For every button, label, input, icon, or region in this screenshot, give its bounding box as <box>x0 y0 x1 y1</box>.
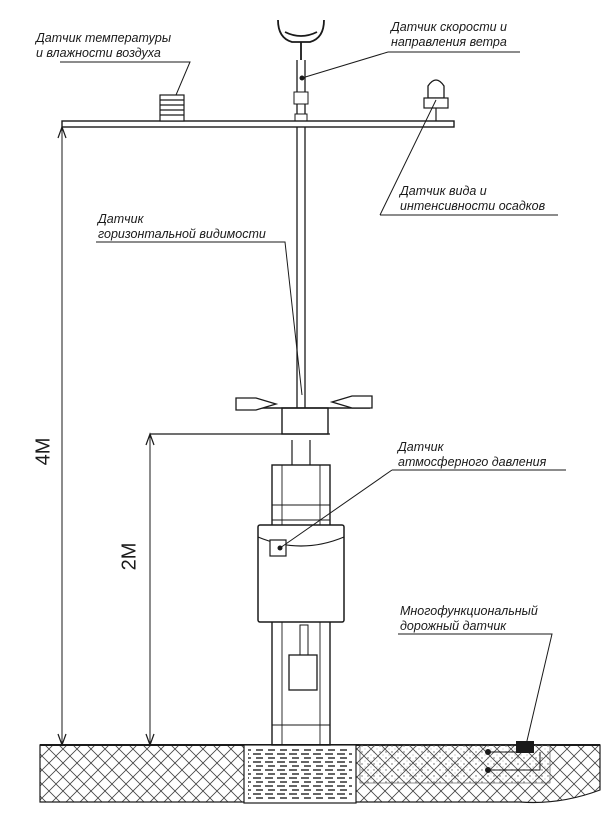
crossbar <box>61 120 455 128</box>
precipitation-sensor <box>427 79 445 99</box>
label-temp-line2: и влажности воздуха <box>36 46 161 60</box>
label-visibility: Датчик горизонтальной видимости <box>98 212 266 242</box>
label-temp-humidity: Датчик температуры и влажности воздуха <box>36 31 171 61</box>
leader-visibility <box>96 241 303 396</box>
label-wind-line2: направления ветра <box>391 35 507 49</box>
label-road-line2: дорожный датчик <box>400 619 507 633</box>
leader-road <box>398 633 553 746</box>
temp-humidity-sensor <box>159 94 185 122</box>
label-pressure-line1: Датчик <box>398 440 444 454</box>
road-sensor <box>516 741 534 753</box>
leader-precip <box>379 99 558 216</box>
label-precipitation: Датчик вида и интенсивности осадков <box>400 184 545 214</box>
leader-pressure <box>279 469 566 549</box>
label-wind: Датчик скорости и направления ветра <box>391 20 507 50</box>
label-precip-line1: Датчик вида и <box>400 184 487 198</box>
label-pressure: Датчик атмосферного давления <box>398 440 546 470</box>
mast <box>296 60 306 408</box>
wind-sensor <box>277 19 325 60</box>
visibility-sensor-body <box>281 407 329 435</box>
label-vis-line2: горизонтальной видимости <box>98 227 266 241</box>
label-wind-line1: Датчик скорости и <box>391 20 508 34</box>
dimension-2m: 2М <box>118 542 141 571</box>
label-pressure-line2: атмосферного давления <box>398 455 547 469</box>
label-precip-line2: интенсивности осадков <box>400 199 546 213</box>
dimension-4m: 4М <box>32 437 55 466</box>
label-vis-line1: Датчик <box>98 212 144 226</box>
label-road-sensor: Многофункциональный дорожный датчик <box>400 604 538 634</box>
leader-temp <box>60 61 191 96</box>
lower-box <box>288 654 318 691</box>
visibility-receiver <box>329 395 373 409</box>
label-road-line1: Многофункциональный <box>400 604 538 618</box>
leader-wind <box>301 51 520 79</box>
label-temp-line1: Датчик температуры <box>36 31 172 45</box>
visibility-emitter <box>235 397 279 411</box>
